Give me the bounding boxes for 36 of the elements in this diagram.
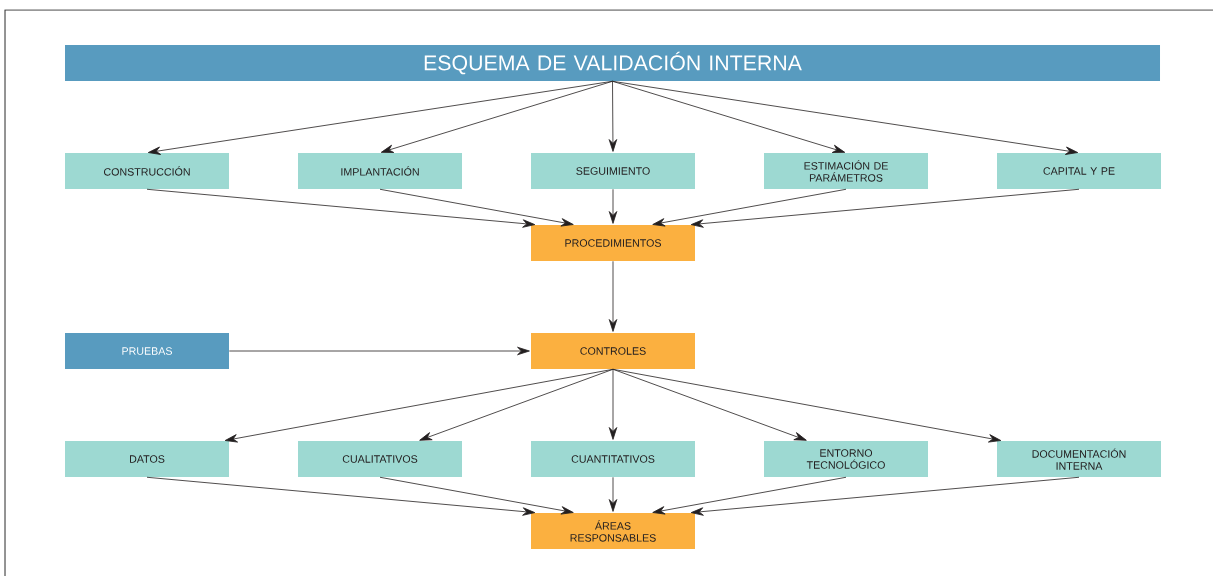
arrow bbox=[147, 80, 613, 155]
process-box: CONSTRUCCIÓN bbox=[65, 153, 229, 189]
arrow bbox=[146, 476, 536, 516]
process-box: SEGUIMIENTO bbox=[531, 153, 695, 189]
arrow bbox=[608, 368, 618, 440]
process-box: ESTIMACIÓN DE PARÁMETROS bbox=[764, 153, 928, 189]
arrow bbox=[612, 80, 1079, 155]
arrow bbox=[690, 476, 1080, 516]
process-box: PRUEBAS bbox=[65, 333, 229, 369]
process-box: CAPITAL Y PE bbox=[997, 153, 1161, 189]
arrow bbox=[379, 188, 574, 227]
process-box: CONTROLES bbox=[531, 333, 695, 369]
process-box: ÁREAS RESPONSABLES bbox=[531, 513, 695, 549]
process-box: DOCUMENTACIÓN INTERNA bbox=[997, 441, 1161, 477]
arrow bbox=[228, 346, 530, 356]
arrow bbox=[146, 188, 536, 228]
process-box: IMPLANTACIÓN bbox=[298, 153, 462, 189]
title-banner: ESQUEMA DE VALIDACIÓN INTERNA bbox=[65, 45, 1160, 81]
arrow bbox=[652, 476, 847, 515]
arrow bbox=[612, 368, 807, 441]
arrow bbox=[612, 80, 846, 153]
process-box: CUANTITATIVOS bbox=[531, 441, 695, 477]
arrow bbox=[690, 188, 1080, 228]
process-box: ENTORNO TECNOLÓGICO bbox=[764, 441, 928, 477]
arrow bbox=[379, 476, 574, 515]
process-box: PROCEDIMIENTOS bbox=[531, 225, 695, 261]
arrow bbox=[608, 260, 618, 332]
arrow bbox=[608, 80, 618, 152]
arrow bbox=[652, 188, 847, 227]
arrow bbox=[608, 476, 618, 512]
process-box: CUALITATIVOS bbox=[298, 441, 462, 477]
arrow bbox=[380, 80, 613, 153]
process-box: DATOS bbox=[65, 441, 229, 477]
arrow bbox=[608, 188, 618, 224]
arrow bbox=[419, 368, 614, 441]
arrow bbox=[612, 368, 1002, 443]
